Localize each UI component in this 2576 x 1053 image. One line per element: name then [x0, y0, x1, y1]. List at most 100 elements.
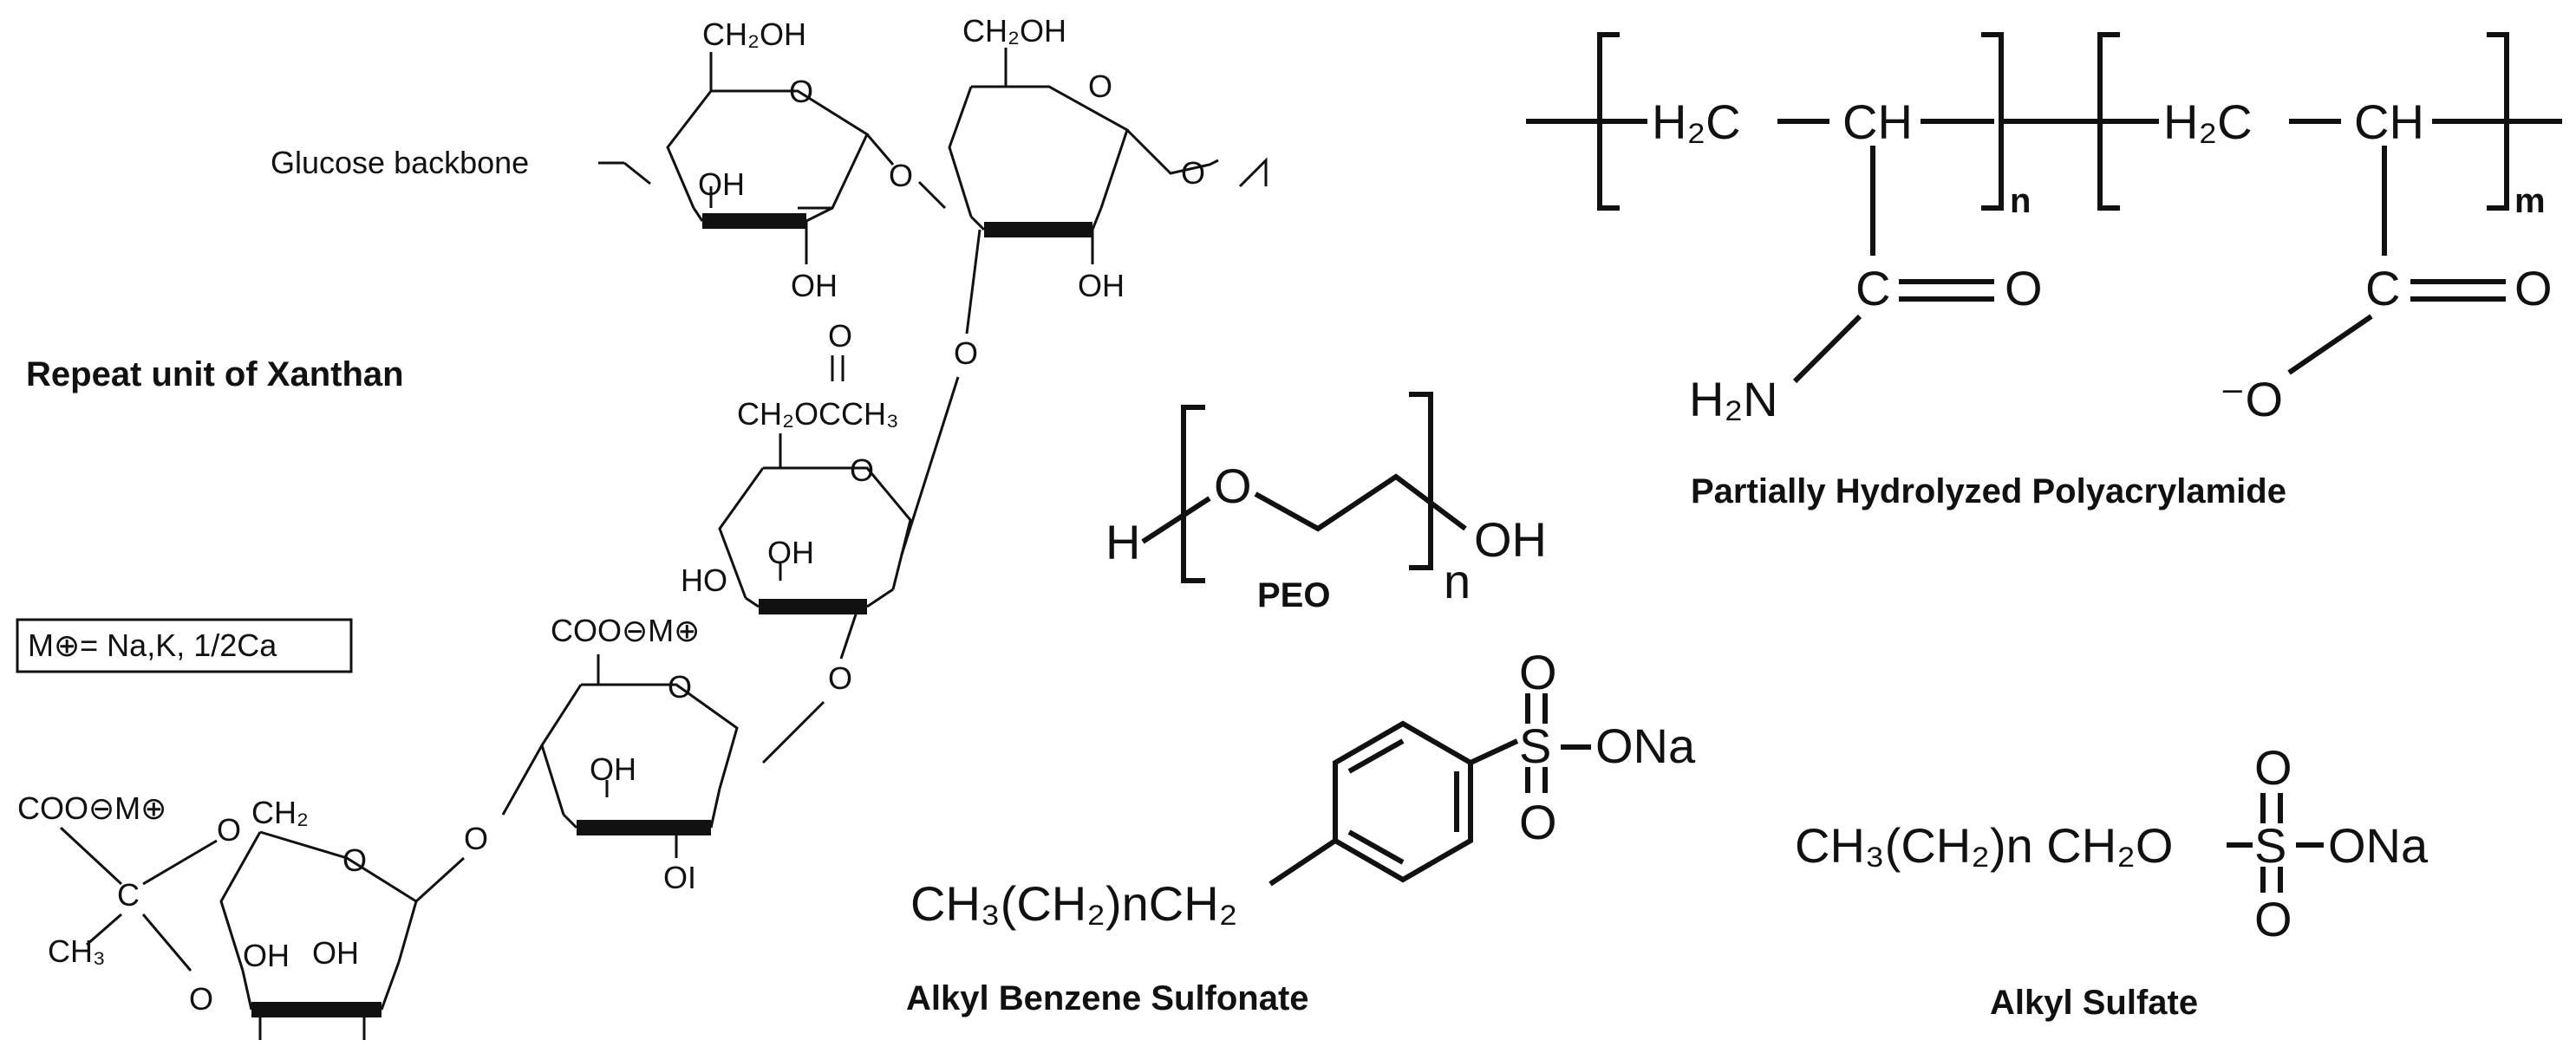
- ring-2-bonds: [948, 85, 1129, 218]
- glycosidic-bond-1a: [865, 133, 895, 166]
- counterion-note-box: [16, 618, 353, 673]
- peo-bond-h-o: [1141, 496, 1211, 544]
- hpam-bracket-1-left: [1597, 32, 1620, 211]
- ring-4-ring-oxygen: O: [668, 669, 692, 705]
- abs-sodium-oxide: ONa: [1595, 718, 1696, 773]
- ring-2-bond-b: [1091, 207, 1103, 231]
- hpam-amide-carbon: C: [1855, 261, 1890, 315]
- ring-2-ring-oxygen: O: [1088, 68, 1112, 104]
- ring-3-oh-mid: OH: [767, 535, 814, 570]
- ring-5-acetal-oxygen-bottom: O: [189, 981, 213, 1017]
- ring-5-bond-a: [241, 970, 253, 1011]
- ring-1-ring-oxygen: O: [789, 74, 813, 109]
- peo-repeat-n: n: [1444, 554, 1471, 608]
- peo-bracket-left: [1181, 405, 1205, 583]
- branch-bond-3-to-4b: [761, 700, 825, 764]
- hpam-ch2-1: H₂C: [1652, 94, 1741, 149]
- abs-ring-sulfur-bond: [1469, 738, 1519, 765]
- glycosidic-oxygen-4: O: [464, 821, 488, 856]
- abs-ring-inner-c: [1347, 829, 1405, 865]
- ring-2-bond-a: [969, 215, 986, 231]
- hpam-ch-2: CH: [2354, 94, 2424, 149]
- ring-5-bonds: [219, 830, 418, 972]
- branch-bond-4-to-5a: [501, 744, 544, 816]
- ring-4-oh-mid: OH: [590, 751, 636, 787]
- ring-1-oh-left: OH: [698, 166, 745, 202]
- ring-4-bond-a: [562, 813, 578, 829]
- peo-structure: H O OH n PEO: [1105, 392, 1547, 614]
- ring-5-bond-b: [380, 961, 401, 1011]
- peo-bracket-right: [1409, 392, 1433, 570]
- xanthan-ring-2: CH₂OH O OH O: [948, 13, 1268, 303]
- abs-structure: CH₃(CH₂)nCH₂ S O O ONa Alkyl Benzene Sul…: [906, 645, 1696, 1017]
- as-sodium-oxide: ONa: [2328, 818, 2429, 873]
- peo-hydrogen: H: [1105, 515, 1140, 569]
- ring-5-pyruvate-group: COO⊖M⊕: [17, 790, 166, 826]
- counterion-note-text: M⊕= Na,K, 1/2Ca: [28, 627, 277, 663]
- branch-bond-2-to-3b: [900, 376, 960, 556]
- glycosidic-oxygen-3: O: [828, 660, 852, 696]
- branch-bond-4-to-5b: [414, 856, 466, 903]
- abs-title: Alkyl Benzene Sulfonate: [906, 979, 1309, 1017]
- ring-3-substituent: CH₂OCCH₃: [737, 396, 899, 432]
- glycosidic-bond-1b: [917, 180, 947, 210]
- hpam-amide-oxygen: O: [2005, 261, 2043, 315]
- ring-5-ring-oxygen: O: [342, 842, 367, 878]
- glycosidic-oxygen-1: O: [889, 158, 913, 193]
- peo-chain: [1254, 473, 1467, 532]
- peo-oxygen: O: [1214, 458, 1252, 513]
- abs-sulfur: S: [1519, 718, 1551, 773]
- hpam-carboxyl-carbon: C: [2365, 261, 2400, 315]
- ring-4-bond-b: [709, 788, 721, 829]
- ring-2-ch2oh: CH₂OH: [962, 13, 1066, 49]
- ring-5-methyl-bond: [86, 913, 122, 946]
- hpam-structure: H₂C CH n H₂C CH m C O H₂N C O ⁻O Partial…: [1526, 32, 2562, 510]
- peo-hydroxyl: OH: [1474, 512, 1547, 567]
- hpam-bracket-2-right: [2487, 32, 2509, 211]
- as-oxygen-top: O: [2254, 740, 2292, 795]
- ring-5-methyl: CH₃: [48, 933, 106, 969]
- glycosidic-oxygen-2: O: [954, 335, 978, 371]
- hpam-amide-bond-n: [1792, 314, 1862, 384]
- ring-3-oh-left: HO: [681, 562, 727, 598]
- hpam-carboxylate-oxygen: ⁻O: [2220, 372, 2283, 426]
- ring-5-oh-a: OH: [243, 938, 290, 973]
- ring-2-continuation-oxygen: O: [1181, 155, 1205, 191]
- ring-3-bond-a: [745, 596, 760, 608]
- hpam-bracket-2-left: [2097, 32, 2120, 211]
- ring-5-oh-b: OH: [312, 935, 359, 971]
- ring-3-bond-b: [866, 588, 894, 608]
- hpam-ch2-2: H₂C: [2163, 94, 2253, 149]
- as-alkyl-chain: CH₃(CH₂)n CH₂O: [1795, 818, 2174, 873]
- ring-1-bond-b: [805, 206, 833, 223]
- hpam-title: Partially Hydrolyzed Polyacrylamide: [1691, 472, 2286, 510]
- abs-ring-inner-a: [1347, 738, 1405, 774]
- branch-bond-3-to-4a: [839, 606, 860, 660]
- abs-oxygen-bottom: O: [1519, 795, 1557, 849]
- xanthan-title: Repeat unit of Xanthan: [26, 355, 404, 393]
- ring-5-acetal-bond-down: [141, 913, 192, 972]
- hpam-repeat-n: n: [2010, 182, 2031, 220]
- abs-alkyl-chain: CH₃(CH₂)nCH₂: [910, 876, 1237, 931]
- ring-4-bonds: [540, 683, 739, 816]
- hpam-carboxyl-oxygen: O: [2514, 261, 2553, 315]
- xanthan-ring-3: O CH₂OCCH₃ O HO OH: [681, 318, 912, 614]
- abs-oxygen-top: O: [1519, 645, 1557, 699]
- ring-5-ch2: CH₂: [251, 795, 309, 830]
- ring-1-bond-a: [692, 207, 704, 222]
- hpam-amine: H₂N: [1689, 372, 1778, 426]
- hpam-carboxyl-bond-o: [2287, 314, 2373, 375]
- as-oxygen-bottom: O: [2254, 892, 2292, 946]
- peo-title: PEO: [1257, 576, 1330, 614]
- ring-1-oh-bottom: OH: [791, 268, 838, 303]
- ring-4-oh-bottom: OI: [663, 860, 696, 895]
- ring-3-ring-oxygen: O: [850, 452, 874, 488]
- ring-4-substituent: COO⊖M⊕: [551, 613, 700, 648]
- branch-bond-2-to-3a: [965, 229, 981, 335]
- ring-5-acetal-oxygen-top: O: [217, 812, 241, 848]
- ring-3-acetyl-oxygen: O: [828, 318, 852, 354]
- ring-5-acetal-carbon: C: [117, 877, 140, 913]
- ring-1-ch2oh: CH₂OH: [702, 16, 806, 52]
- glucose-backbone-label: Glucose backbone: [271, 145, 529, 180]
